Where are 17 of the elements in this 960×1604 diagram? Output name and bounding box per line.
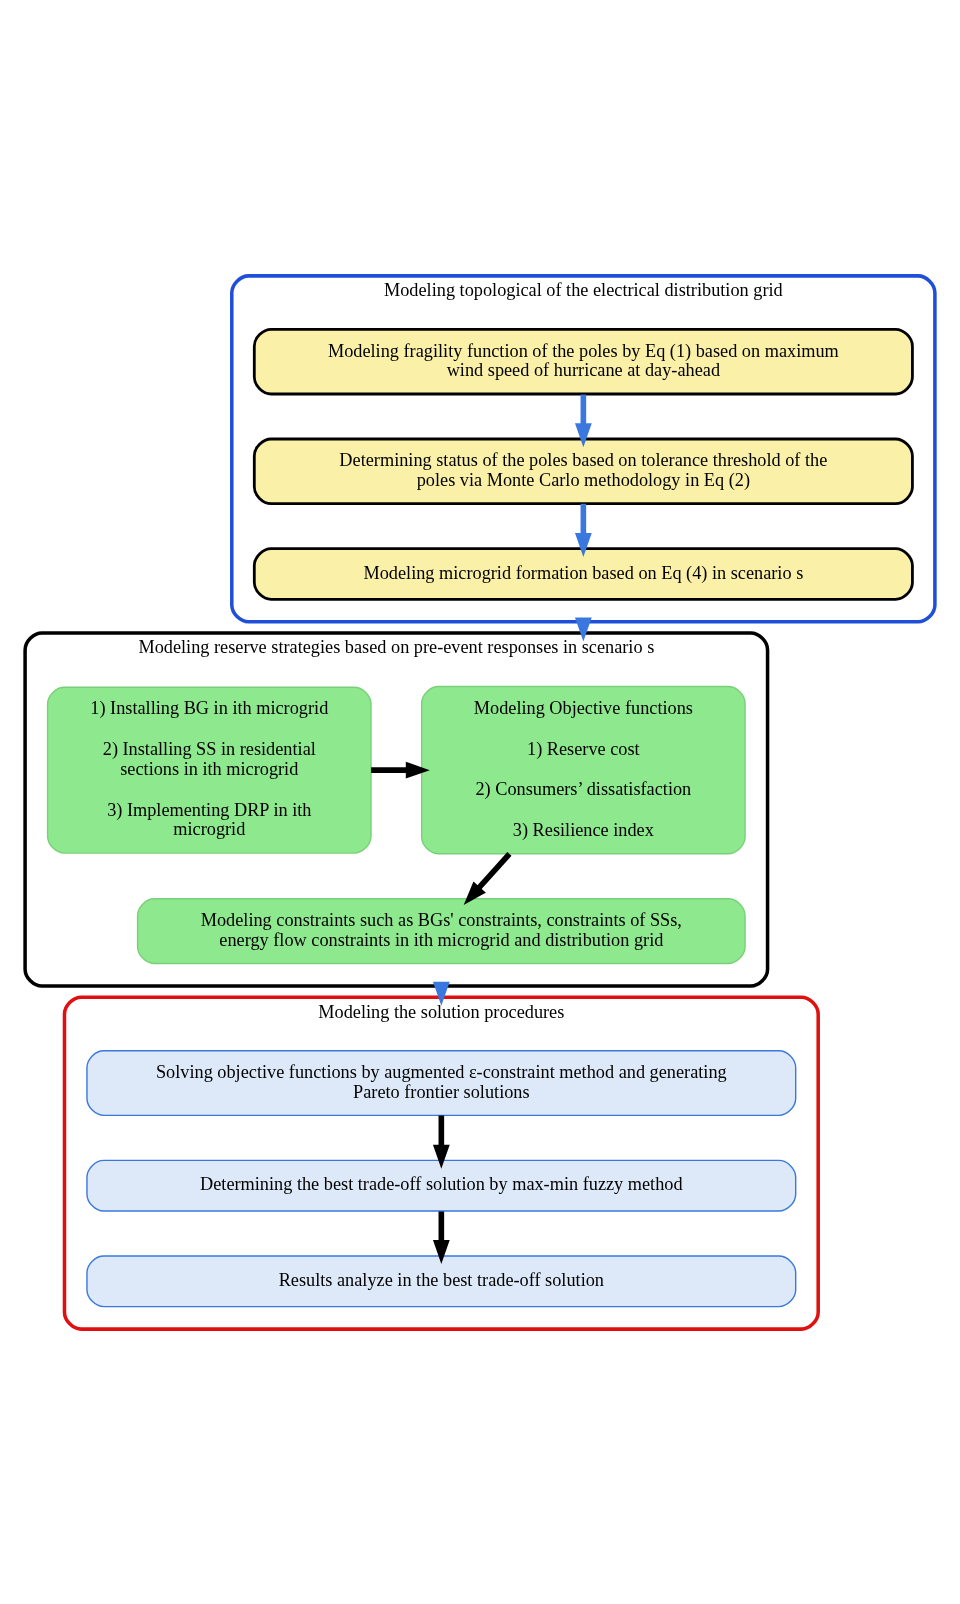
arrow xyxy=(432,981,450,1006)
node-box: Modeling Objective functions 1) Reserve cost 2) Consumers’ dissatisfaction 3) Resilience index xyxy=(420,685,746,855)
node-box: Modeling microgrid formation based on Eq (4) in scenario s xyxy=(252,546,914,601)
node-box: Modeling constraints such as BGs' constraints, constraints of SSs, energy flow constraints in ith microgrid and distribution grid xyxy=(136,897,746,964)
node-box: 1) Installing BG in ith microgrid 2) Installing SS in residential sections in ith microgrid 3) Implementing DRP in ith microgrid xyxy=(46,686,372,854)
arrow xyxy=(432,1115,450,1169)
node-box: Determining the best trade-off solution by max-min fuzzy method xyxy=(86,1159,797,1212)
node-box: Results analyze in the best trade-off solution xyxy=(86,1254,797,1307)
node-box: Solving objective functions by augmented ε-constraint method and generating Pareto frontier solutions xyxy=(86,1049,797,1116)
arrow xyxy=(463,851,512,905)
arrow xyxy=(574,503,592,557)
arrow xyxy=(371,761,430,779)
node-box: Determining status of the poles based on tolerance threshold of the poles via Monte Carlo methodology in Eq (2) xyxy=(252,437,914,505)
arrow xyxy=(432,1211,450,1264)
arrow xyxy=(574,394,592,447)
node-box: Modeling fragility function of the poles by Eq (1) based on maximum wind speed of hurricane at day-ahead xyxy=(252,327,914,395)
arrow xyxy=(574,617,592,642)
